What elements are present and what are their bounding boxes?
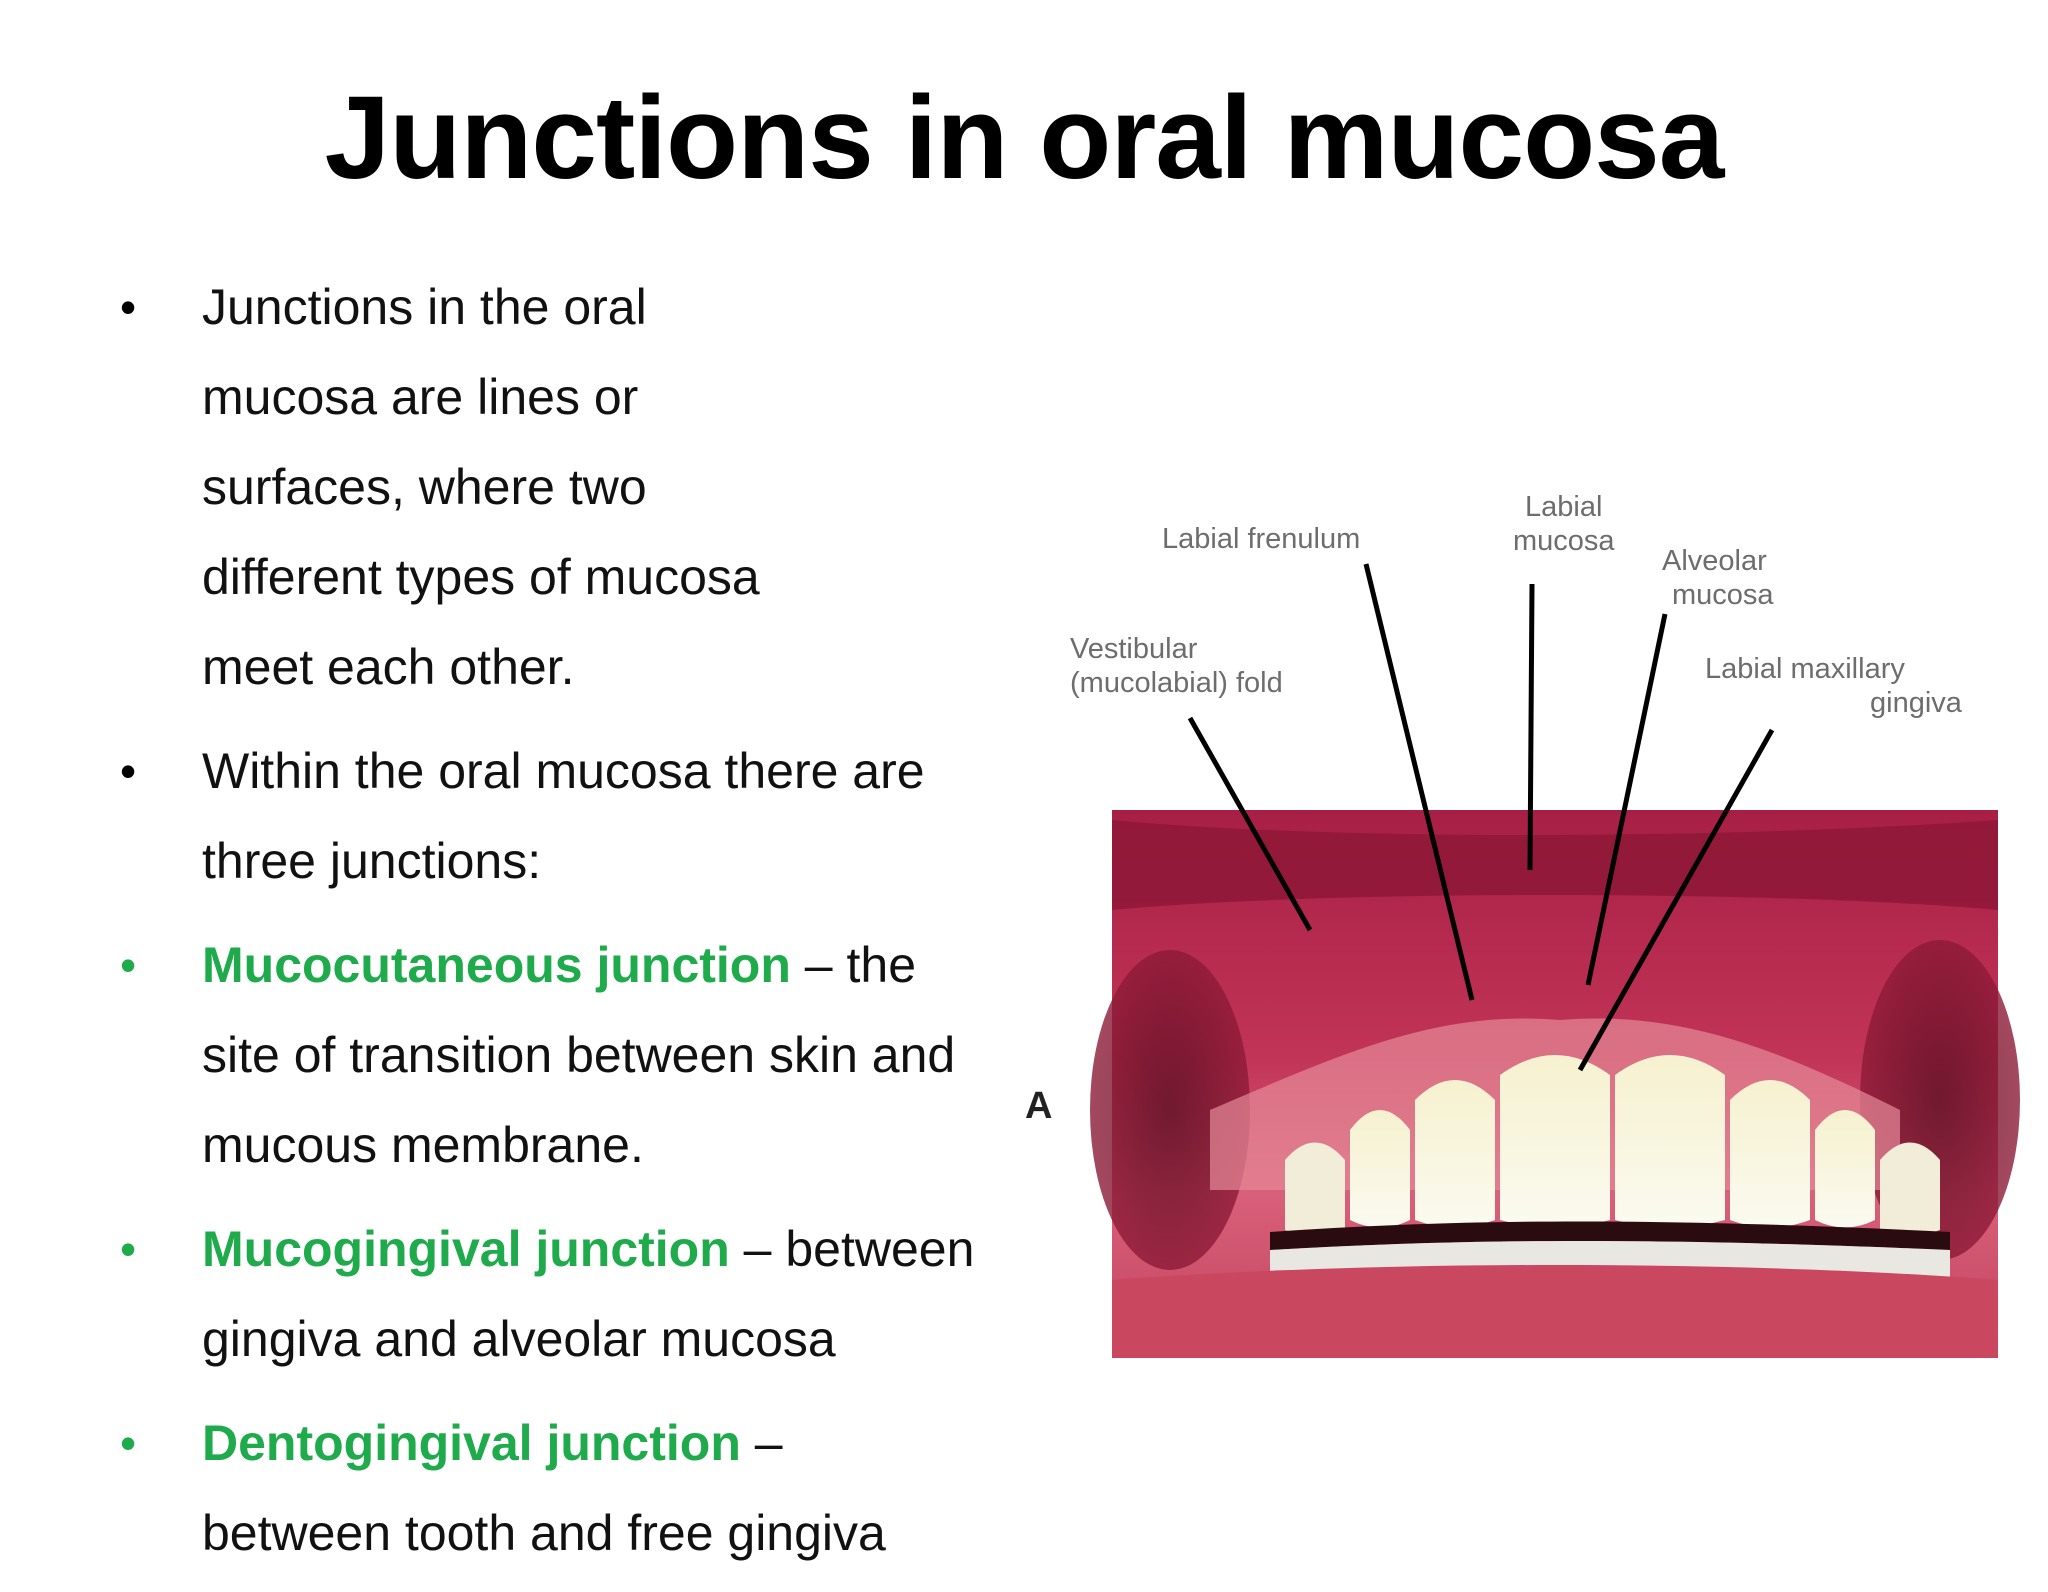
bullet-item: • Junctions in the oral mucosa are lines… bbox=[110, 262, 1010, 712]
label-labial-mucosa-line2: mucosa bbox=[1513, 525, 1615, 557]
bullet-item: • Mucogingival junction – between gingiv… bbox=[110, 1204, 1010, 1384]
bullet-text: Within the oral mucosa there are three j… bbox=[202, 743, 925, 889]
label-labial-frenulum: Labial frenulum bbox=[1162, 523, 1361, 555]
slide: Junctions in oral mucosa • Junctions in … bbox=[120, 72, 2020, 1561]
bullet-dot-icon: • bbox=[120, 281, 137, 333]
mouth-illustration bbox=[1090, 563, 2020, 1358]
bullet-text: Junctions in the oral mucosa are lines o… bbox=[202, 279, 760, 695]
slide-title: Junctions in oral mucosa bbox=[324, 72, 1725, 204]
bullet-text: – the site of transition between skin an… bbox=[202, 937, 956, 1173]
bullet-dot-icon: • bbox=[120, 939, 137, 991]
bullet-dot-icon: • bbox=[120, 745, 137, 797]
label-vestibular-fold-line2: (mucolabial) fold bbox=[1070, 667, 1283, 699]
bullet-list: • Junctions in the oral mucosa are lines… bbox=[110, 262, 1010, 1592]
bullet-item: • Within the oral mucosa there are three… bbox=[110, 726, 1010, 906]
label-labial-mucosa-line1: Labial bbox=[1525, 491, 1603, 523]
bullet-text: – between gingiva and alveolar mucosa bbox=[202, 1221, 975, 1367]
oral-mucosa-figure: Labial frenulum Labial mucosa Alveolar m… bbox=[1020, 490, 2020, 1370]
bullet-dot-icon: • bbox=[120, 1223, 137, 1275]
panel-letter: A bbox=[1025, 1085, 1053, 1127]
label-alveolar-mucosa-line2: mucosa bbox=[1672, 579, 1774, 611]
label-labial-maxillary-gingiva-line2: gingiva bbox=[1870, 687, 1962, 719]
bullet-item: • Mucocutaneous junction – the site of t… bbox=[110, 920, 1010, 1190]
label-vestibular-fold-line1: Vestibular bbox=[1070, 633, 1198, 665]
term-mucogingival: Mucogingival junction bbox=[202, 1221, 730, 1277]
term-mucocutaneous: Mucocutaneous junction bbox=[202, 937, 791, 993]
bullet-dot-icon: • bbox=[120, 1417, 137, 1469]
upper-teeth bbox=[1285, 1055, 1940, 1236]
label-pointers bbox=[1187, 563, 1775, 1072]
bullet-item: • Dentogingival junction – between tooth… bbox=[110, 1398, 1010, 1578]
label-labial-maxillary-gingiva-line1: Labial maxillary bbox=[1705, 653, 1905, 685]
label-alveolar-mucosa-line1: Alveolar bbox=[1662, 545, 1767, 577]
term-dentogingival: Dentogingival junction bbox=[202, 1415, 741, 1471]
